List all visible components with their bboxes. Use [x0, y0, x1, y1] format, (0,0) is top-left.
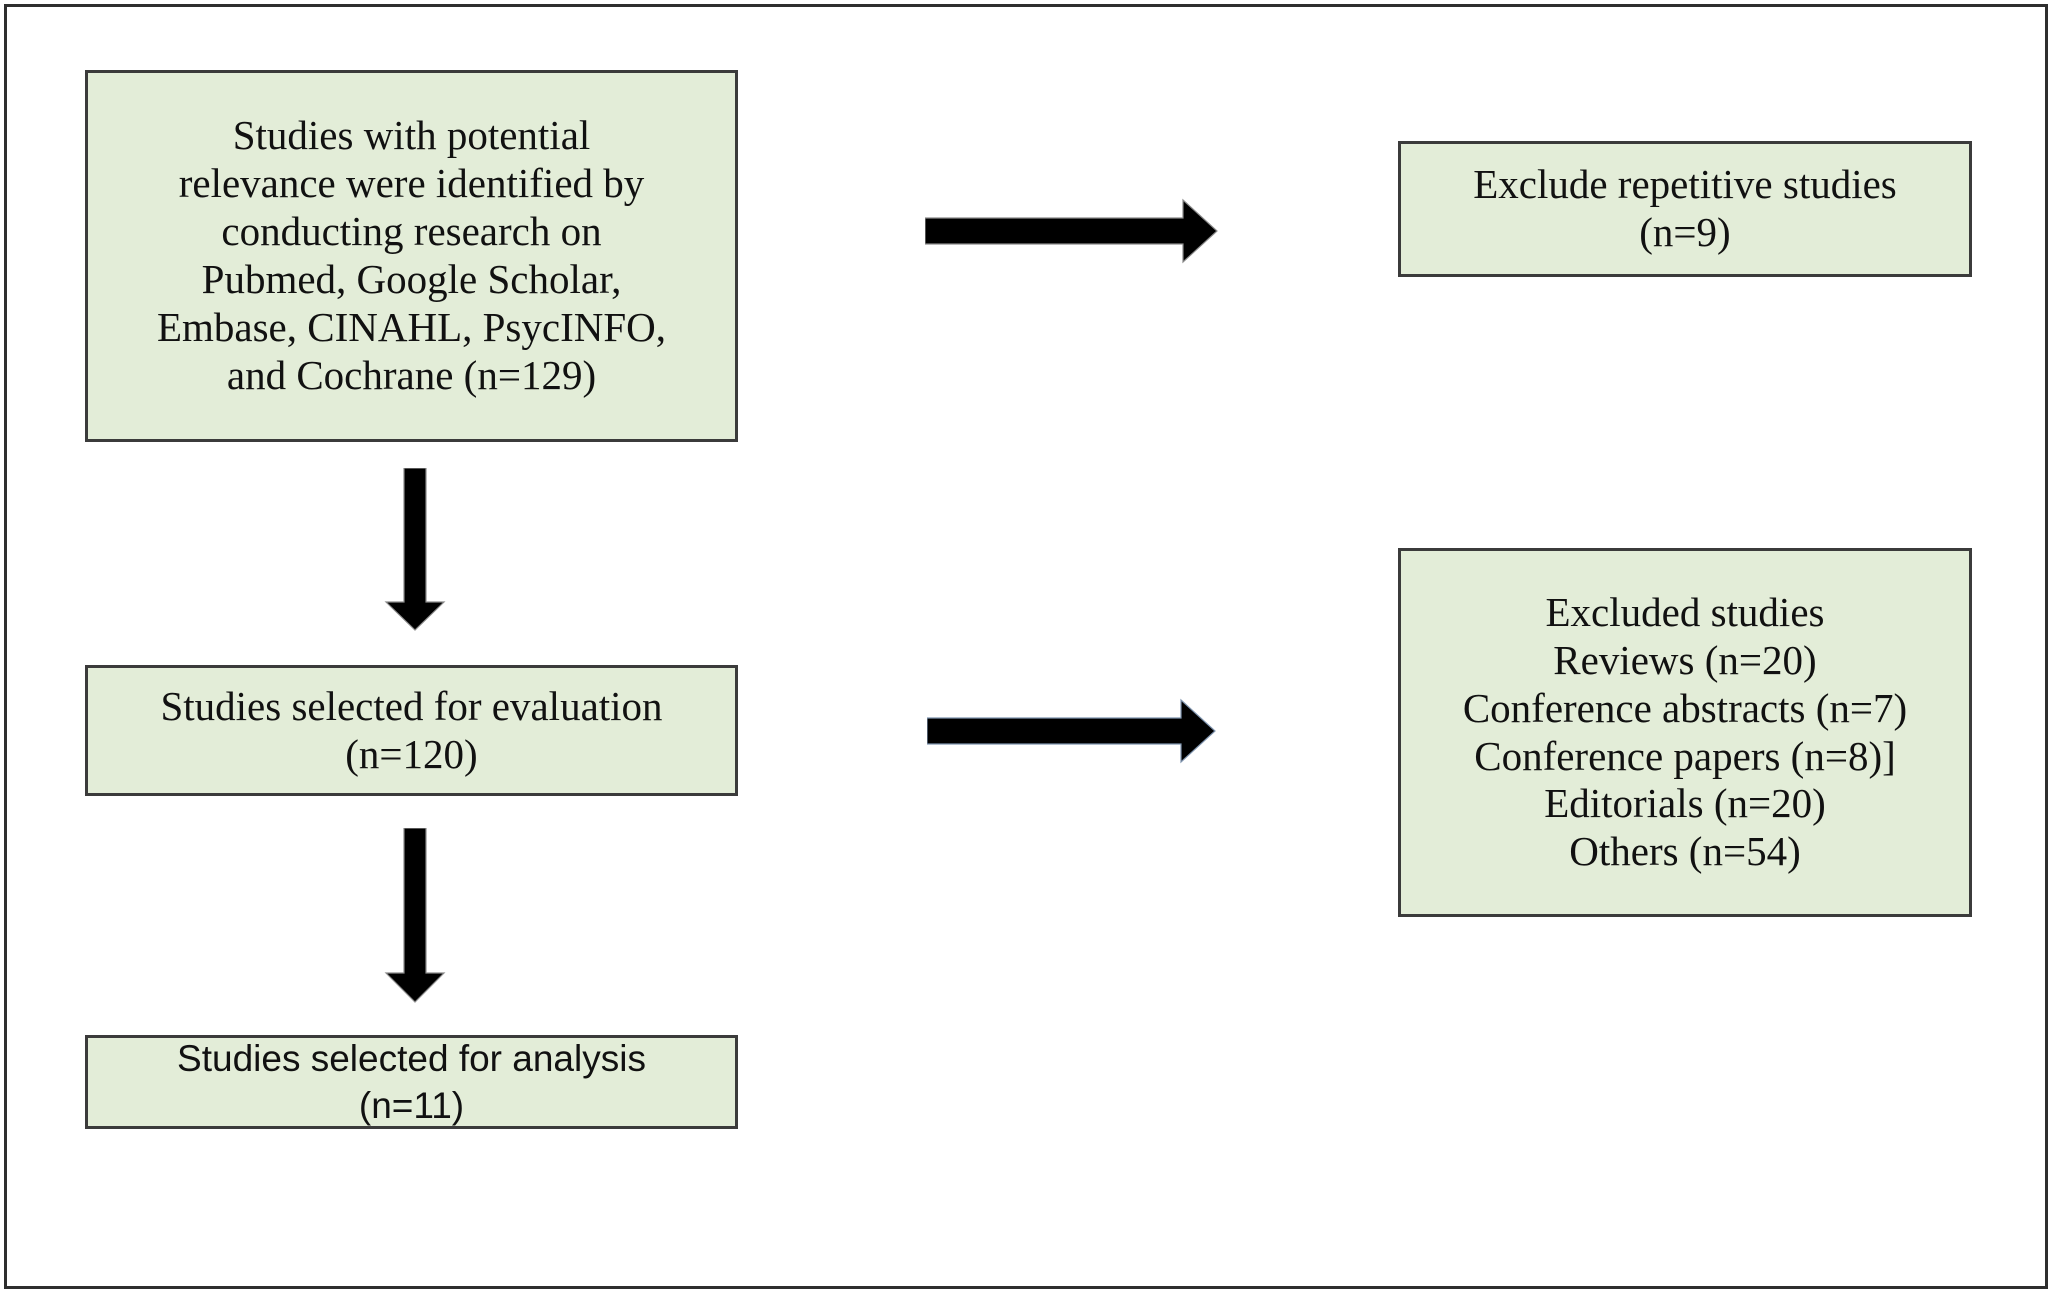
box-line: conducting research on [221, 208, 602, 255]
arrow-right-evaluation-to-excluded-studies [927, 696, 1222, 766]
box-line: Excluded studies [1545, 588, 1825, 635]
box-line: Studies selected for analysis [177, 1037, 646, 1079]
figure-outer-frame [4, 4, 2048, 1289]
box-line: Studies selected for evaluation [160, 682, 663, 729]
box-studies-selected-for-evaluation: Studies selected for evaluation (n=120) [85, 665, 738, 796]
box-line: (n=9) [1639, 209, 1731, 255]
box-excluded-studies: Excluded studies Reviews (n=20) Conferen… [1398, 548, 1972, 917]
box-line: Others (n=54) [1569, 828, 1801, 875]
box-line: Conference abstracts (n=7) [1462, 684, 1908, 731]
arrow-down-identified-to-evaluation [383, 468, 447, 632]
arrow-right-identified-to-exclude-repetitive [925, 196, 1220, 266]
box-line: Embase, CINAHL, PsycINFO, [156, 303, 667, 350]
arrow-down-evaluation-to-analysis [383, 828, 447, 1004]
box-line: (n=120) [345, 730, 478, 777]
box-exclude-repetitive-studies: Exclude repetitive studies (n=9) [1398, 141, 1972, 277]
box-line: (n=11) [358, 1085, 465, 1126]
box-line: Exclude repetitive studies [1473, 161, 1897, 208]
box-line: Conference papers (n=8)] [1474, 732, 1896, 779]
box-line: Pubmed, Google Scholar, [201, 256, 622, 302]
box-studies-selected-for-analysis: Studies selected for analysis (n=11) [85, 1035, 738, 1129]
box-line: Studies with potential [232, 112, 591, 159]
box-line: Reviews (n=20) [1553, 636, 1817, 683]
box-line: relevance were identified by [178, 160, 645, 207]
box-line: Editorials (n=20) [1544, 780, 1826, 827]
box-line: and Cochrane (n=129) [226, 351, 597, 398]
box-records-identified: Studies with potential relevance were id… [85, 70, 738, 442]
